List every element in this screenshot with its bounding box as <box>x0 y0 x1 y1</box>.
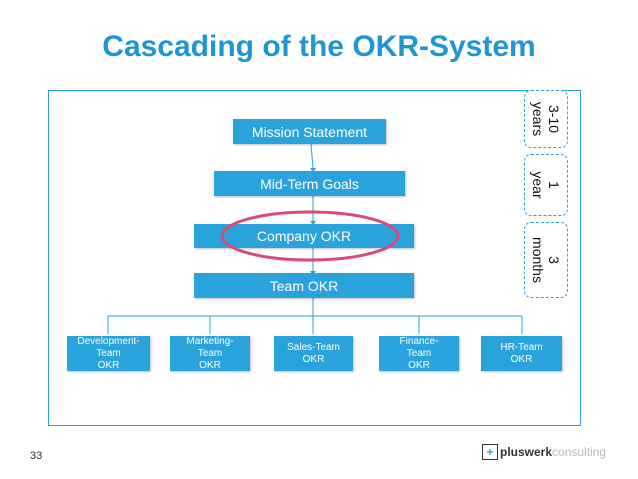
finance-team-okr-box: Finance- Team OKR <box>379 336 459 371</box>
timeframe-year-label: 1 year <box>530 171 562 199</box>
pluswerk-logo: + pluswerk consulting <box>482 441 606 463</box>
mid-term-goals-box: Mid-Term Goals <box>214 171 405 196</box>
plus-bracket-icon: + <box>482 444 498 460</box>
connector-mission-midterm <box>310 143 314 169</box>
slide-title: Cascading of the OKR-System <box>102 30 536 63</box>
hr-team-okr-box: HR-Team OKR <box>481 336 562 371</box>
timeframe-year: 1 year <box>524 154 568 216</box>
timeframe-months: 3 months <box>524 222 568 298</box>
mission-statement-box: Mission Statement <box>233 119 386 144</box>
arrow-midterm <box>310 168 316 172</box>
marketing-team-okr-box: Marketing- Team OKR <box>170 336 250 371</box>
diagram-frame <box>48 90 581 426</box>
team-okr-box: Team OKR <box>194 273 414 298</box>
timeframe-months-label: 3 months <box>530 237 562 283</box>
page-number: 33 <box>30 450 43 462</box>
timeframe-years-label: 3-10 years <box>530 101 562 137</box>
development-team-okr-box: Development- Team OKR <box>67 336 150 371</box>
logo-bold-text: pluswerk <box>500 445 553 459</box>
timeframe-years: 3-10 years <box>524 90 568 148</box>
sales-team-okr-box: Sales-Team OKR <box>274 336 353 371</box>
arrow-company <box>310 221 316 225</box>
logo-light-text: consulting <box>552 445 607 459</box>
company-okr-box: Company OKR <box>194 224 414 248</box>
